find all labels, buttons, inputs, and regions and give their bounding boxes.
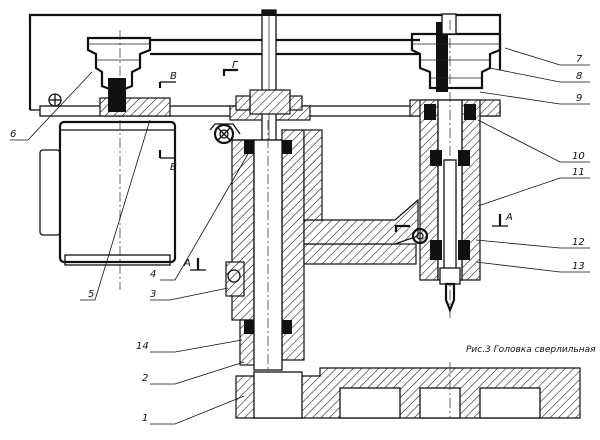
callout-11: 11 (572, 167, 585, 178)
callout-6: 6 (10, 129, 16, 140)
callout-3: 3 (150, 289, 156, 300)
cover-screw (48, 93, 62, 107)
figure-caption: Рис.3 Головка сверлильная (466, 345, 596, 355)
feed-nut (411, 227, 429, 245)
section-v-top: В (170, 71, 177, 82)
section-mark-g: Г (222, 60, 410, 232)
callout-14: 14 (136, 341, 149, 352)
motor (39, 30, 177, 290)
section-v-bottom: В (170, 162, 177, 173)
motor-pulley (86, 36, 152, 112)
callout-9: 9 (576, 93, 582, 104)
callout-12: 12 (572, 237, 585, 248)
base-plate (235, 362, 581, 419)
section-a-left: А (183, 258, 191, 269)
callout-4: 4 (150, 269, 156, 280)
worm-screw (209, 123, 241, 145)
section-mark-a: А А (183, 212, 513, 271)
side-clamp (225, 261, 245, 297)
callout-8: 8 (576, 71, 582, 82)
section-a-right: А (505, 212, 513, 223)
shaft-bearings (244, 140, 292, 334)
main-housing (231, 120, 419, 380)
section-g-top: Г (232, 60, 239, 71)
callout-7: 7 (576, 54, 583, 65)
callout-13: 13 (572, 261, 585, 272)
spindle-housing (419, 20, 481, 320)
section-mark-v: В В (158, 71, 177, 173)
callout-5: 5 (88, 289, 94, 300)
leader-lines (10, 47, 590, 425)
callout-1: 1 (142, 413, 148, 424)
callout-10: 10 (572, 151, 585, 162)
spindle-pulley (410, 13, 502, 92)
drill-bit (439, 267, 461, 313)
callout-2: 2 (142, 373, 148, 384)
